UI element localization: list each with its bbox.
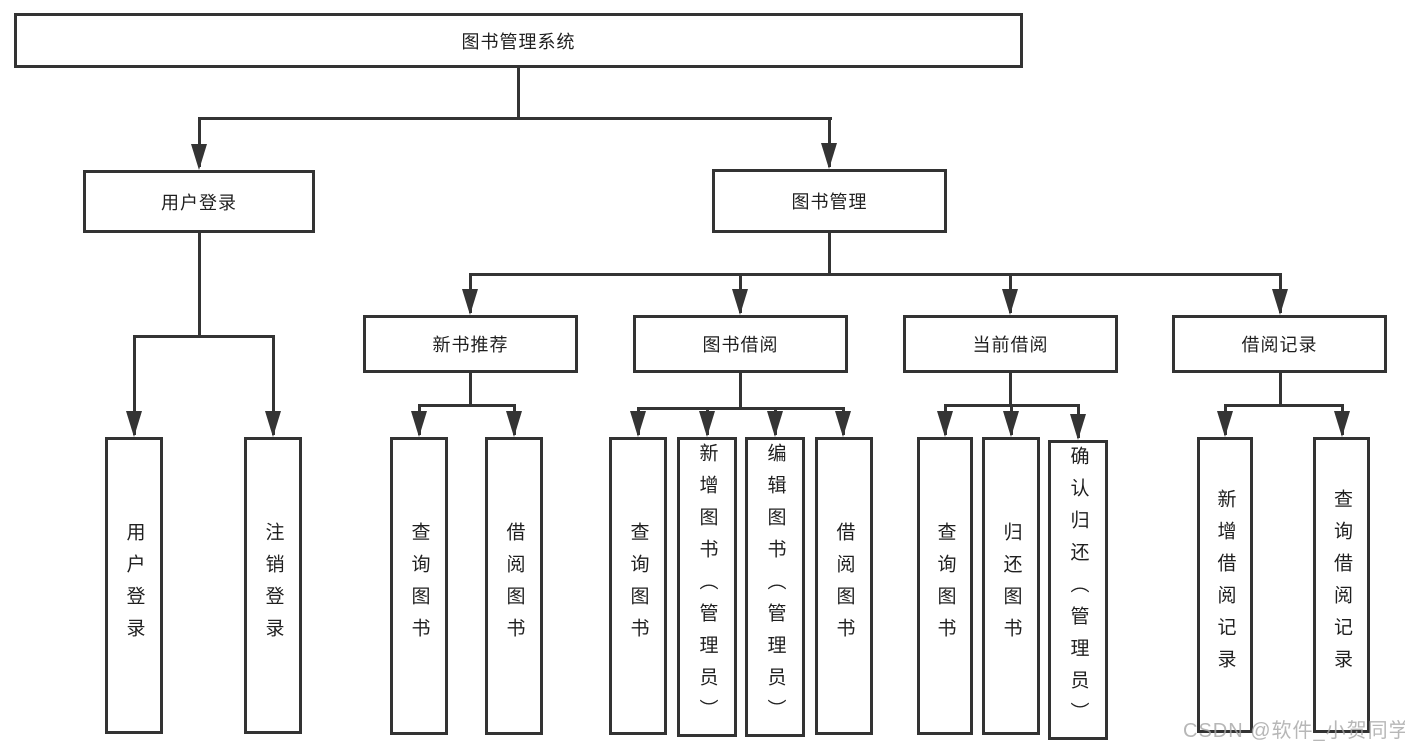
leaf-bb-add-books-admin: 新增图书（管理员） — [677, 437, 737, 737]
connector-book-borrow-stem — [739, 373, 742, 410]
connector-borrow-records-stem — [1279, 373, 1282, 407]
arrow-down-user-login — [191, 144, 207, 170]
leaf-user-login: 用户登录 — [105, 437, 163, 734]
leaf-bb-borrow-books-label: 借阅图书 — [833, 522, 855, 650]
arrow-down-borrow-records — [1272, 289, 1288, 315]
node-book-borrow: 图书借阅 — [633, 315, 848, 373]
arrow-down-br-query — [1334, 411, 1350, 437]
leaf-bb-edit-books-admin: 编辑图书（管理员） — [745, 437, 805, 737]
leaf-br-add-record-label: 新增借阅记录 — [1214, 489, 1236, 681]
arrow-down-cb-confirm — [1070, 414, 1086, 440]
leaf-cb-query-books: 查询图书 — [917, 437, 973, 735]
node-root-label: 图书管理系统 — [461, 31, 576, 52]
leaf-user-login-label: 用户登录 — [123, 521, 145, 650]
connector-new-books-bar — [418, 404, 516, 407]
leaf-br-query-record-label: 查询借阅记录 — [1331, 489, 1352, 681]
leaf-nb-borrow-books: 借阅图书 — [485, 437, 543, 735]
arrow-down-bb-borrow — [835, 411, 851, 437]
arrow-down-book-mgmt — [821, 143, 837, 169]
leaf-cb-confirm-return-admin-label: 确认归还（管理员） — [1067, 446, 1089, 734]
csdn-watermark: CSDN @软件_小贺同学 — [1183, 720, 1405, 742]
connector-level2-bar — [198, 117, 832, 120]
arrow-down-cb-return — [1003, 411, 1019, 437]
connector-to-user-login — [198, 117, 201, 167]
connector-root-stem — [517, 68, 520, 119]
leaf-bb-add-books-admin-label: 新增图书（管理员） — [696, 443, 718, 731]
connector-current-borrow-stem — [1009, 373, 1012, 407]
connector-user-login-stem — [198, 233, 201, 338]
arrow-down-nb-borrow — [506, 411, 522, 437]
connector-to-leaf-logout — [272, 335, 275, 435]
arrow-down-bb-add — [699, 411, 715, 437]
connector-borrow-records-bar — [1224, 404, 1344, 407]
leaf-cb-query-books-label: 查询图书 — [934, 522, 956, 650]
node-user-login: 用户登录 — [83, 170, 315, 233]
connector-user-login-bar — [133, 335, 275, 338]
node-borrow-records: 借阅记录 — [1172, 315, 1387, 373]
connector-book-mgmt-stem — [828, 233, 831, 276]
arrow-down-bb-query — [630, 411, 646, 437]
node-current-borrow: 当前借阅 — [903, 315, 1118, 373]
node-book-borrow-label: 图书借阅 — [702, 335, 779, 355]
arrow-down-br-add — [1217, 411, 1233, 437]
leaf-bb-edit-books-admin-label: 编辑图书（管理员） — [764, 443, 786, 731]
leaf-cb-confirm-return-admin: 确认归还（管理员） — [1048, 440, 1108, 740]
leaf-cb-return-books-label: 归还图书 — [1000, 522, 1022, 650]
arrow-down-bb-edit — [767, 411, 783, 437]
node-user-login-label: 用户登录 — [161, 192, 237, 213]
connector-to-leaf-login — [133, 335, 136, 435]
node-book-management: 图书管理 — [712, 169, 947, 233]
leaf-nb-query-books: 查询图书 — [390, 437, 448, 735]
connector-new-books-stem — [469, 373, 472, 407]
arrow-down-book-borrow — [732, 289, 748, 315]
node-current-borrow-label: 当前借阅 — [972, 335, 1049, 355]
node-book-management-label: 图书管理 — [791, 192, 868, 212]
leaf-nb-borrow-books-label: 借阅图书 — [503, 522, 525, 650]
node-new-book-recommend-label: 新书推荐 — [432, 335, 509, 355]
leaf-bb-query-books-label: 查询图书 — [627, 522, 649, 650]
arrow-down-cb-query — [937, 411, 953, 437]
connector-book-borrow-bar — [637, 407, 845, 410]
leaf-bb-query-books: 查询图书 — [609, 437, 667, 735]
arrow-down-leaf-login — [126, 411, 142, 437]
node-root: 图书管理系统 — [14, 13, 1023, 68]
node-borrow-records-label: 借阅记录 — [1241, 335, 1318, 355]
leaf-br-add-record: 新增借阅记录 — [1197, 437, 1253, 733]
connector-to-book-mgmt — [828, 117, 831, 167]
node-new-book-recommend: 新书推荐 — [363, 315, 578, 373]
arrow-down-current-borrow — [1002, 289, 1018, 315]
leaf-br-query-record: 查询借阅记录 — [1313, 437, 1370, 733]
leaf-nb-query-books-label: 查询图书 — [408, 522, 430, 650]
arrow-down-nb-query — [411, 411, 427, 437]
leaf-cb-return-books: 归还图书 — [982, 437, 1040, 735]
arrow-down-new-books — [462, 289, 478, 315]
connector-level3-bar — [469, 273, 1282, 276]
leaf-logout: 注销登录 — [244, 437, 302, 734]
leaf-logout-label: 注销登录 — [262, 521, 284, 650]
leaf-bb-borrow-books: 借阅图书 — [815, 437, 873, 735]
arrow-down-leaf-logout — [265, 411, 281, 437]
